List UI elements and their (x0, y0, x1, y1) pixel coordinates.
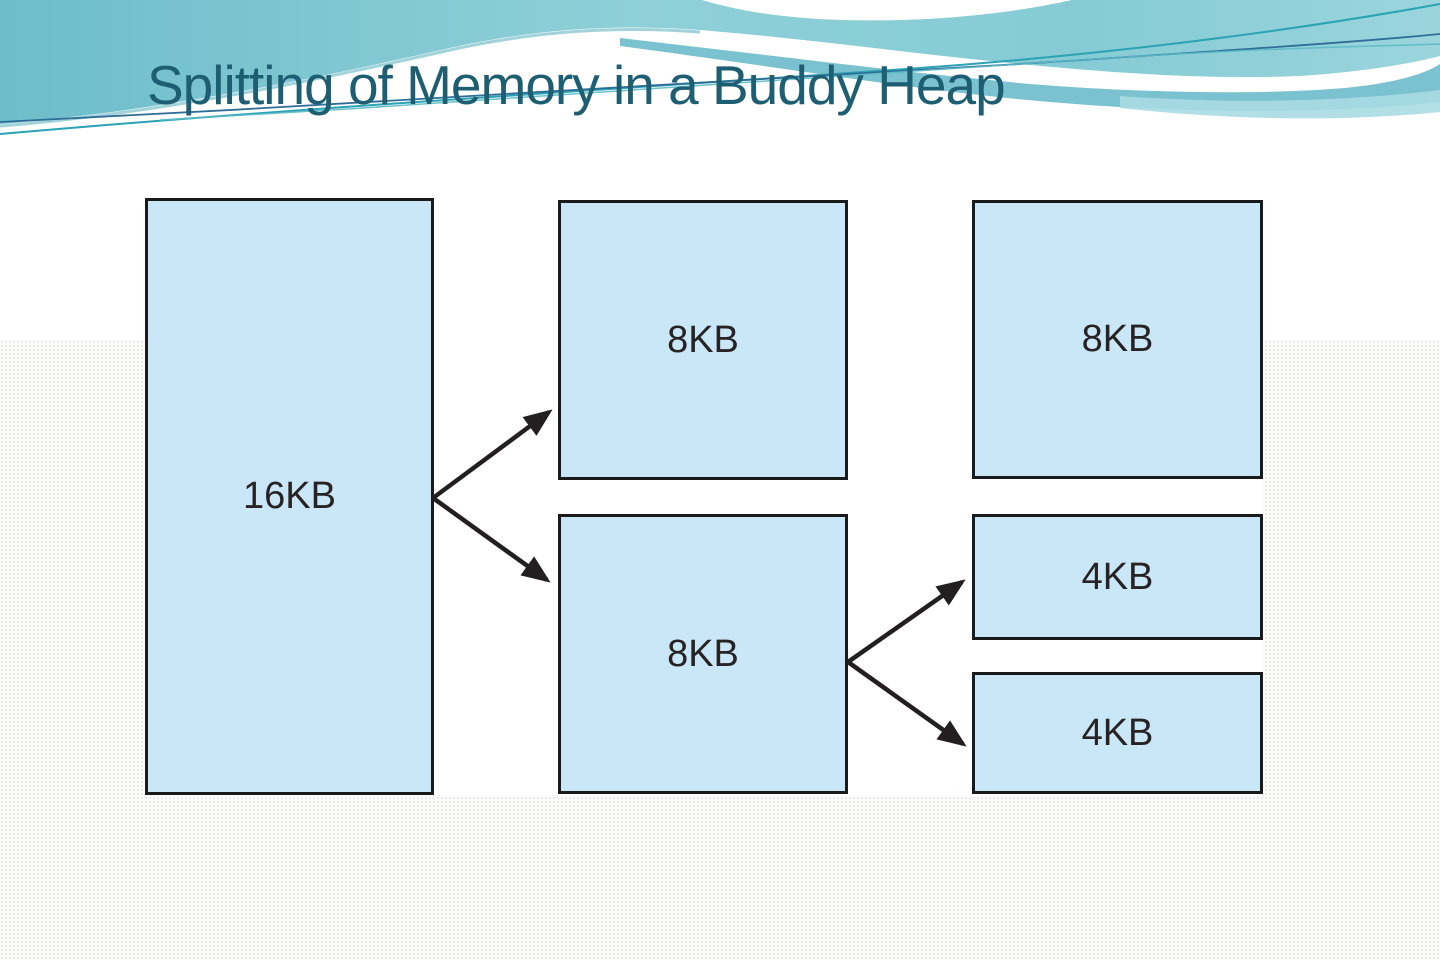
arrow-16kb-to-8kb-bottom (431, 496, 551, 583)
block-8kb-bottom: 8KB (558, 514, 848, 794)
arrow-16kb-to-8kb-top (431, 409, 553, 500)
block-4kb-bottom-label: 4KB (1081, 711, 1154, 754)
block-8kb-bottom-label: 8KB (667, 632, 739, 675)
block-8kb-top: 8KB (558, 200, 848, 480)
slide-title: Splitting of Memory in a Buddy Heap (147, 54, 1006, 116)
block-8kb-right-label: 8KB (1081, 318, 1154, 360)
block-4kb-bottom: 4KB (972, 672, 1263, 794)
arrow-8kb-to-4kb-bottom (846, 660, 967, 747)
block-16kb: 16KB (145, 198, 434, 795)
wave-right-sliver (1120, 90, 1440, 119)
block-4kb-top: 4KB (972, 514, 1263, 640)
arrow-8kb-to-4kb-top (846, 579, 966, 664)
wave-top-tongue (702, 0, 1072, 21)
block-16kb-label: 16KB (243, 475, 336, 517)
block-4kb-top-label: 4KB (1081, 555, 1154, 598)
diagram-canvas: 16KB 8KB 8KB 8KB 4KB 4KB (145, 198, 1263, 795)
block-8kb-right: 8KB (972, 200, 1263, 479)
block-8kb-top-label: 8KB (667, 318, 739, 361)
